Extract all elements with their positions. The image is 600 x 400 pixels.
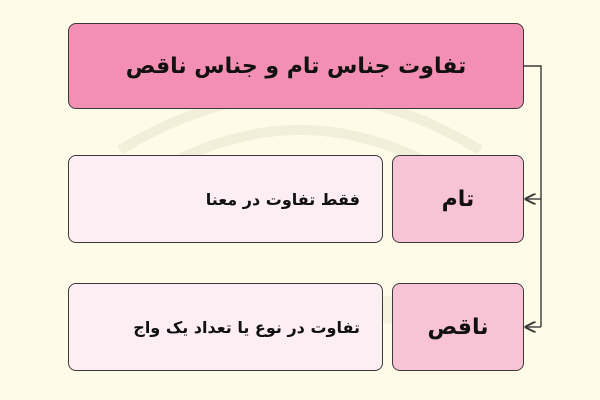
label-naqes: ناقص bbox=[427, 314, 489, 340]
connector-trunk bbox=[524, 65, 542, 327]
description-tam: فقط تفاوت در معنا bbox=[205, 189, 360, 209]
description-box-naqes: تفاوت در نوع یا تعداد یک واج bbox=[68, 283, 383, 371]
description-box-tam: فقط تفاوت در معنا bbox=[68, 155, 383, 243]
title-box: تفاوت جناس تام و جناس ناقص bbox=[68, 23, 524, 109]
description-naqes: تفاوت در نوع یا تعداد یک واج bbox=[133, 317, 360, 337]
label-box-tam: تام bbox=[392, 155, 524, 243]
label-tam: تام bbox=[441, 186, 475, 212]
label-box-naqes: ناقص bbox=[392, 283, 524, 371]
diagram-title: تفاوت جناس تام و جناس ناقص bbox=[125, 53, 467, 79]
